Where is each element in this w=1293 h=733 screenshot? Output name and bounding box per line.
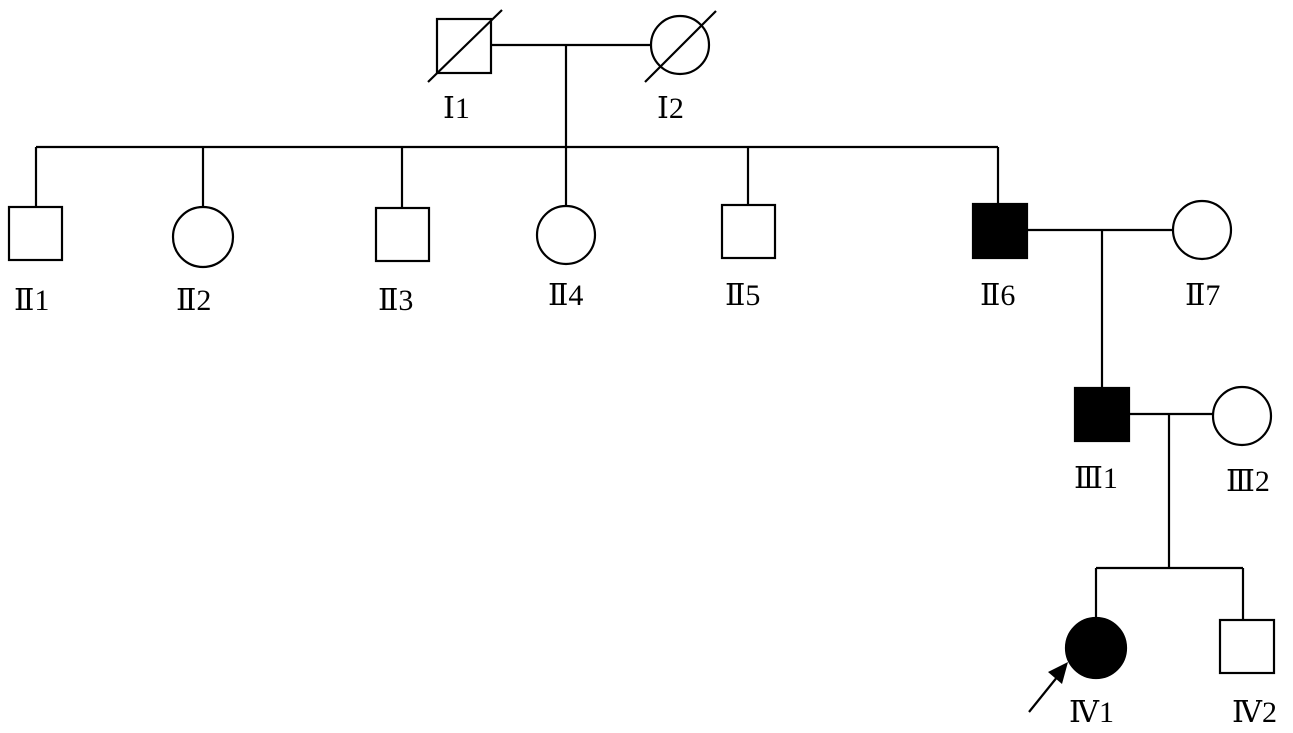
individual-III1: Ⅲ1 [1073,386,1131,495]
individual-IV1: Ⅳ1 [1028,616,1128,729]
individual-label: Ⅱ6 [980,279,1015,312]
male-symbol [1218,618,1276,675]
individual-II3: Ⅱ3 [374,206,431,317]
pedigree-lines [34,43,1245,620]
female-symbol [649,14,711,76]
individual-II5: Ⅱ5 [720,203,777,312]
slash-icon [644,10,717,83]
individual-II7: Ⅱ7 [1171,199,1233,312]
individual-label: Ⅱ7 [1185,279,1220,312]
individual-label: Ⅱ1 [14,284,49,317]
individual-label: Ⅰ1 [443,92,470,125]
individual-II1: Ⅱ1 [7,205,64,317]
male-symbol [7,205,64,262]
individual-II6: Ⅱ6 [971,202,1029,312]
individual-label: Ⅱ5 [725,279,760,312]
male-symbol [720,203,777,260]
individual-I1: Ⅰ1 [427,9,503,125]
individual-label: Ⅱ3 [378,284,413,317]
individual-label: Ⅳ2 [1232,696,1277,729]
individual-label: Ⅱ4 [548,279,583,312]
arrow-icon [1028,662,1068,713]
individual-label: Ⅰ2 [657,92,684,125]
male-symbol [1073,386,1131,443]
male-symbol [971,202,1029,260]
female-symbol [535,204,597,266]
individual-label: Ⅳ1 [1069,696,1114,729]
male-symbol [374,206,431,263]
individual-label: Ⅲ2 [1226,465,1270,498]
individual-I2: Ⅰ2 [644,10,717,125]
individual-II2: Ⅱ2 [171,205,235,317]
female-symbol [1171,199,1233,261]
individual-II4: Ⅱ4 [535,204,597,312]
female-symbol [1064,616,1128,680]
individual-label: Ⅱ2 [176,284,211,317]
individual-IV2: Ⅳ2 [1218,618,1277,729]
female-symbol [1211,385,1273,447]
slash-icon [427,9,503,83]
female-symbol [171,205,235,269]
individual-label: Ⅲ1 [1074,462,1118,495]
individual-III2: Ⅲ2 [1211,385,1273,498]
